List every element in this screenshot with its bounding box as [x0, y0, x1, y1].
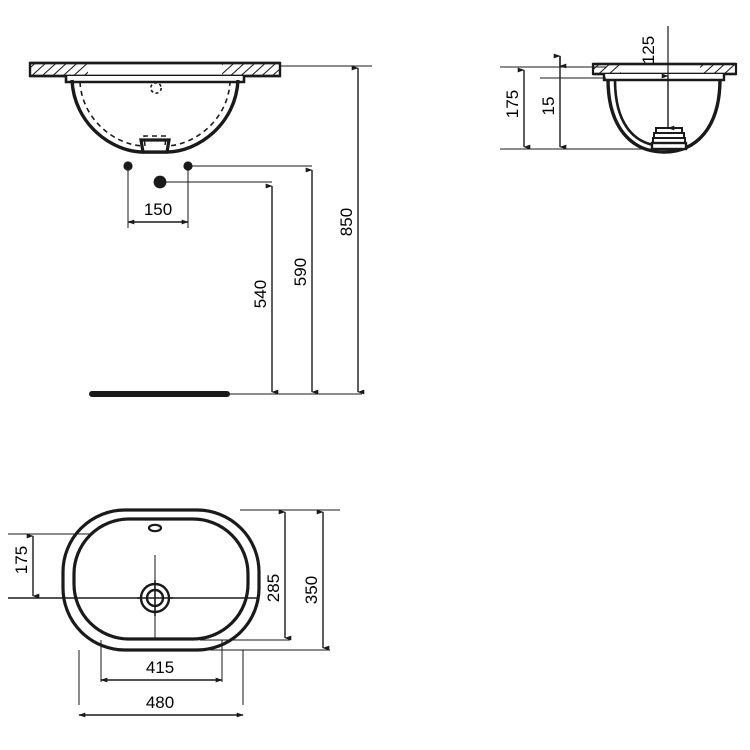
dim-bowl-height: 540: [251, 183, 279, 395]
side-section-view: 175 15 125: [500, 26, 738, 154]
side-counter-rail: [602, 74, 726, 82]
overflow-slot: [147, 523, 163, 533]
drain-target-symbol: [137, 580, 173, 616]
drain-step-4: [650, 141, 688, 151]
dim-label-480: 480: [146, 693, 174, 712]
dim-label-175-side: 175: [503, 90, 522, 118]
dim-overflow-offset: 175: [12, 533, 40, 599]
dim-label-350: 350: [302, 576, 321, 604]
dim-counter-height: 850: [337, 65, 365, 395]
dim-tap-spacing: 150: [127, 200, 189, 225]
dim-bowl-depth-total: 175: [503, 67, 531, 150]
countertop-hatch-left: [30, 63, 88, 76]
top-plan-view: 175 285 350 415 480: [8, 508, 340, 718]
dim-inner-depth: 285: [264, 509, 292, 641]
dim-label-415: 415: [146, 658, 174, 677]
dim-label-15: 15: [539, 97, 558, 116]
dim-outer-width: 480: [78, 693, 244, 718]
side-countertop-section: [591, 62, 738, 82]
dim-label-850: 850: [337, 208, 356, 236]
dim-label-590: 590: [291, 258, 310, 286]
side-basin-bowl-outline: [500, 78, 722, 154]
drain-outlet-dashed: [143, 135, 167, 147]
drain-outlet: [139, 138, 171, 154]
side-drain-outlet-stack: [650, 127, 688, 151]
side-hatch-right: [700, 64, 736, 74]
dim-inner-width: 415: [100, 658, 223, 683]
dim-label-285: 285: [264, 574, 283, 602]
inner-bowl-outline: [72, 517, 250, 641]
dim-counter-thickness: 15: [539, 53, 567, 150]
dim-label-175-plan: 175: [12, 546, 31, 574]
dim-bowl-inner-depth: 125: [639, 26, 675, 131]
countertop-underside-rail: [64, 76, 246, 84]
dim-label-540: 540: [251, 280, 270, 308]
countertop-hatch-right: [222, 63, 280, 76]
countertop-section: [28, 61, 372, 84]
side-bowl-outer: [606, 78, 722, 154]
dim-label-125: 125: [639, 36, 658, 64]
front-section-view: 150 540 590 850: [28, 61, 372, 397]
dim-outer-depth: 350: [302, 509, 330, 651]
side-hatch-left: [593, 64, 621, 74]
dim-label-150: 150: [144, 200, 172, 219]
basin-bowl-outline: [70, 79, 240, 154]
overflow-hole: [150, 82, 163, 95]
dim-tap-height: 590: [291, 167, 319, 395]
